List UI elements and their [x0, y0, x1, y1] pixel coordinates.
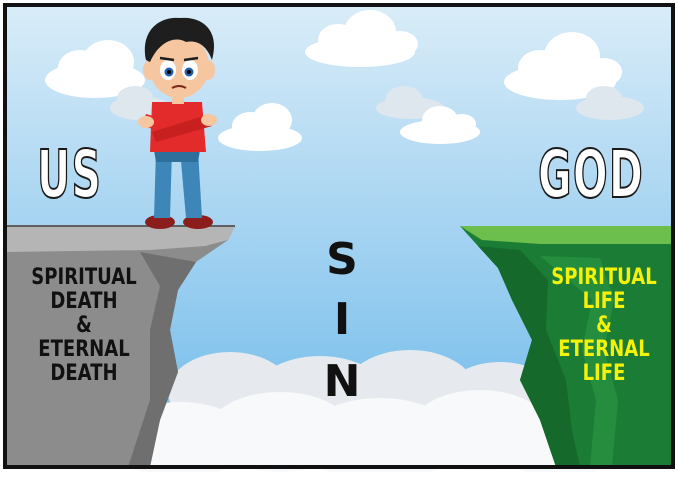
- boy-character: [138, 17, 217, 229]
- cloud: [504, 32, 622, 100]
- sin-letter-i: I: [333, 294, 351, 345]
- cloud: [400, 106, 480, 144]
- left-cliff-line: DEATH: [50, 289, 118, 314]
- right-cliff-line: ETERNAL: [558, 337, 650, 362]
- god-title: GOD: [537, 136, 645, 213]
- left-cliff-line: DEATH: [50, 361, 118, 386]
- sin-letter-n: N: [323, 356, 361, 407]
- cloud: [305, 10, 418, 67]
- left-cliff-label: SPIRITUAL DEATH & ETERNAL DEATH: [18, 266, 149, 386]
- right-cliff-line: &: [596, 313, 612, 338]
- cloud: [45, 40, 145, 98]
- right-cliff: [460, 226, 673, 467]
- right-cliff-line: SPIRITUAL: [551, 265, 657, 290]
- right-cliff-line: LIFE: [582, 289, 626, 314]
- cloud: [218, 103, 302, 151]
- frame-border: [3, 3, 675, 469]
- left-cliff-line: ETERNAL: [38, 337, 130, 362]
- left-cliff-line: SPIRITUAL: [31, 265, 137, 290]
- left-cliff-line: &: [76, 313, 92, 338]
- sin-letter-s: S: [326, 234, 358, 285]
- sky-clouds: [45, 10, 644, 151]
- right-cliff-line: LIFE: [582, 361, 626, 386]
- left-cliff: [5, 225, 235, 467]
- us-title: US: [36, 136, 103, 213]
- cloud: [576, 86, 644, 120]
- right-cliff-label: SPIRITUAL LIFE & ETERNAL LIFE: [538, 266, 669, 386]
